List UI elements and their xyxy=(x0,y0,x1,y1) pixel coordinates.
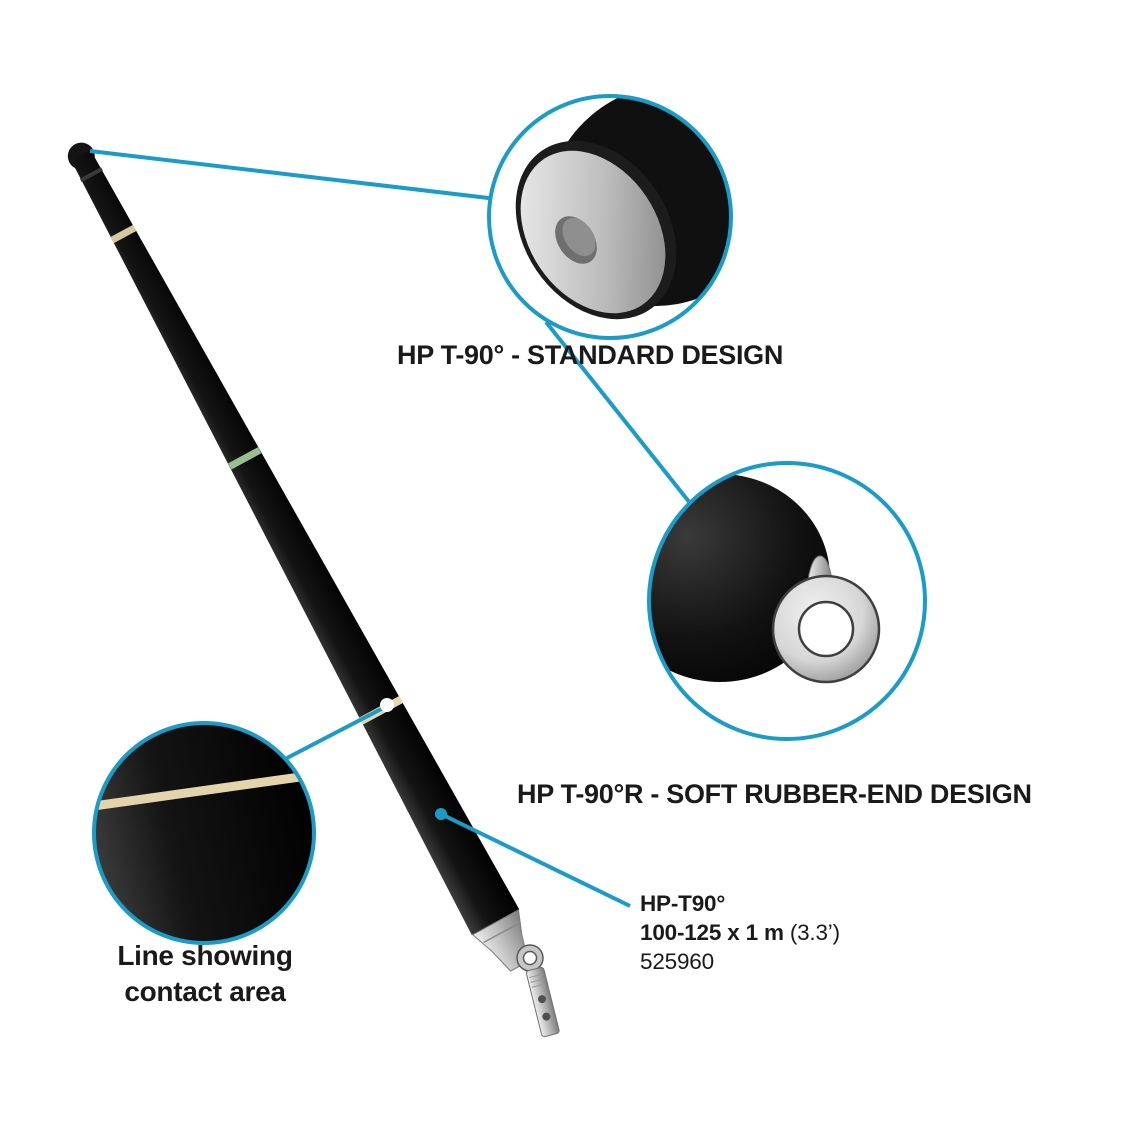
pole-tip-groove xyxy=(79,167,103,183)
eye-bolt-hole xyxy=(522,950,538,966)
pin-hole-top xyxy=(538,995,547,1004)
contact-area-label-line1: Line showing xyxy=(117,940,293,971)
leader-pole-to-product-info xyxy=(440,812,631,908)
leader-contact-circle-to-band xyxy=(286,704,388,760)
product-info-block: HP-T90° 100-125 x 1 m (3.3’) 525960 xyxy=(640,889,840,976)
collar-ring xyxy=(483,922,520,944)
leader-tip-to-standard-circle xyxy=(89,149,498,201)
standard-design-circle-border xyxy=(487,94,733,340)
product-article-number: 525960 xyxy=(640,949,714,974)
contact-area-label-line2: contact area xyxy=(124,976,286,1007)
product-size-note: (3.3’) xyxy=(789,920,840,945)
pole-shaft xyxy=(71,150,520,936)
eye-ring-hole xyxy=(797,600,855,658)
callout-circle-standard-design xyxy=(487,94,733,340)
product-model: HP-T90° xyxy=(640,891,726,916)
soft-rubber-circle-border xyxy=(647,461,927,741)
contact-line xyxy=(94,769,314,811)
callout-circle-soft-rubber xyxy=(647,461,927,741)
band-marker-dot xyxy=(380,698,394,712)
soft-rubber-label: HP T-90°R - SOFT RUBBER-END DESIGN xyxy=(517,779,1032,809)
standard-design-label: HP T-90° - STANDARD DESIGN xyxy=(397,340,784,370)
product-size-line: 100-125 x 1 m (3.3’) xyxy=(640,918,840,947)
pin-hole-bottom xyxy=(542,1012,551,1021)
pole-eye-bolt-assembly xyxy=(516,944,560,1038)
contact-area-label: Line showing contact area xyxy=(70,938,340,1010)
callout-leader-lines xyxy=(89,149,692,908)
pole-marker-dot xyxy=(435,808,447,820)
pole-band-tan xyxy=(110,224,137,244)
product-size: 100-125 x 1 m xyxy=(640,920,784,945)
tip-metal-face xyxy=(520,150,666,314)
pole-band-green xyxy=(228,447,262,470)
hanging-pin xyxy=(525,966,560,1038)
leader-standard-to-rubber-circle xyxy=(544,320,692,505)
contact-area-circle-border xyxy=(92,721,316,945)
